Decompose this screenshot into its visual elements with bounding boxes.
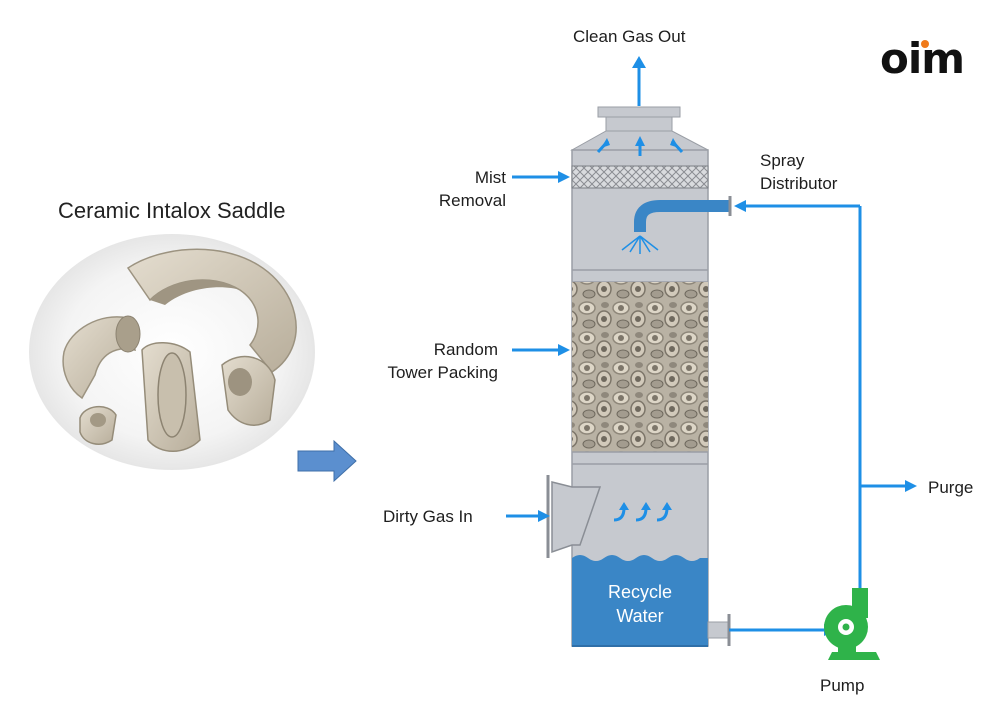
saddle-photo [29,234,315,470]
purge-label: Purge [928,478,974,497]
spray-distributor-line-1: Spray [760,151,805,170]
logo-accent-dot [921,40,929,48]
mist-removal-line-2: Removal [438,190,506,210]
pump-label: Pump [820,676,865,695]
packing-bed [572,282,708,452]
mist-eliminator [571,165,709,189]
recycle-water-label: Recycle Water [590,580,690,629]
random-packing-line-1: Random [433,340,498,359]
dirty-gas-in-label: Dirty Gas In [383,507,473,526]
spray-nozzle [621,235,659,254]
spray-distributor-label: Spray Distributor [760,150,837,196]
mist-removal-label: Mist Removal [400,167,506,213]
flow-lines [506,56,917,636]
random-packing-line-2: Tower Packing [387,362,498,382]
block-arrow-icon [297,439,357,483]
recycle-water-line-2: Water [616,606,664,627]
up-arrow-icon [632,56,646,68]
spray-distributor-line-2: Distributor [760,173,838,193]
scrubber-tower [546,106,732,647]
inlet-duct [551,481,602,554]
outflow-arrows [596,136,684,156]
recycle-water-sump [572,555,708,646]
mist-removal-line-1: Mist [474,168,506,187]
pump-icon [824,588,880,660]
recycle-water-line-1: Recycle [607,582,673,602]
random-packing-label: Random Tower Packing [350,339,498,385]
clean-gas-out-label: Clean Gas Out [573,27,686,46]
purge-arrow-icon [905,480,917,492]
photo-title: Ceramic Intalox Saddle [58,198,286,223]
